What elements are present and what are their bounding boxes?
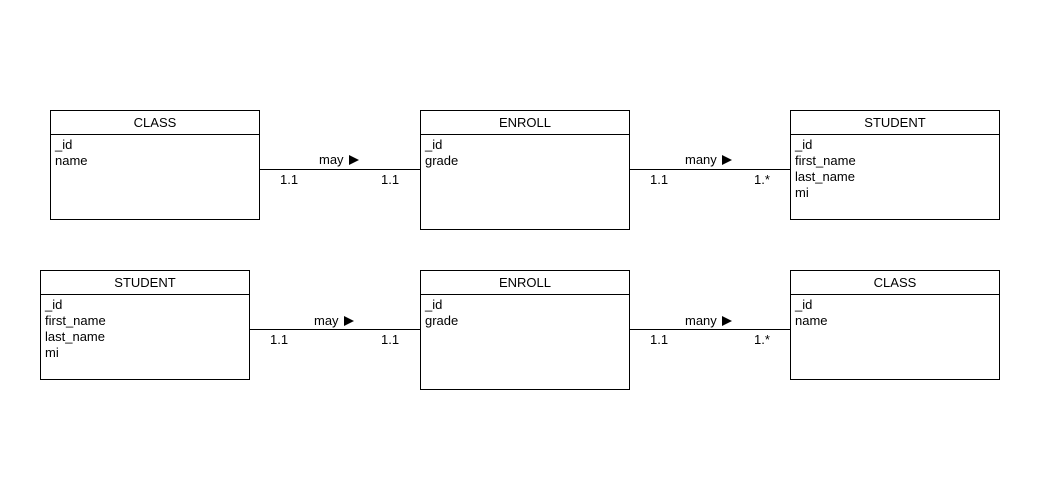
relationship-line[interactable] bbox=[249, 329, 421, 330]
relationship-label: many bbox=[685, 152, 732, 168]
direction-arrow-icon bbox=[721, 316, 732, 326]
target-multiplicity: 1.1 bbox=[381, 332, 400, 347]
relationship-line[interactable] bbox=[629, 329, 791, 330]
entity-title: ENROLL bbox=[421, 271, 629, 295]
entity-title: CLASS bbox=[51, 111, 259, 135]
relationship-name: many bbox=[685, 152, 717, 167]
entity-class[interactable]: CLASS _id name bbox=[790, 270, 1000, 380]
source-multiplicity: 1.1 bbox=[270, 332, 289, 347]
entity-attributes: _id first_name last_name mi bbox=[791, 135, 999, 203]
attribute-first-name: first_name bbox=[795, 153, 856, 168]
entity-attributes: _id first_name last_name mi bbox=[41, 295, 249, 363]
entity-student[interactable]: STUDENT _id first_name last_name mi bbox=[790, 110, 1000, 220]
attribute-name: name bbox=[795, 313, 828, 328]
attribute-id: _id bbox=[795, 297, 813, 312]
entity-attributes: _id name bbox=[51, 135, 259, 171]
entity-class[interactable]: CLASS _id name bbox=[50, 110, 260, 220]
relationship-label: many bbox=[685, 313, 732, 329]
direction-arrow-icon bbox=[721, 155, 732, 165]
entity-attributes: _id grade bbox=[421, 295, 629, 331]
target-multiplicity: 1.* bbox=[754, 172, 770, 187]
relationship-line[interactable] bbox=[259, 169, 421, 170]
attribute-first-name: first_name bbox=[45, 313, 106, 328]
source-multiplicity: 1.1 bbox=[280, 172, 299, 187]
target-multiplicity: 1.1 bbox=[381, 172, 400, 187]
attribute-id: _id bbox=[425, 297, 443, 312]
attribute-id: _id bbox=[55, 137, 73, 152]
relationship-label: may bbox=[314, 313, 354, 329]
relationship-name: may bbox=[314, 313, 339, 328]
source-multiplicity: 1.1 bbox=[650, 172, 669, 187]
attribute-id: _id bbox=[425, 137, 443, 152]
relationship-name: many bbox=[685, 313, 717, 328]
entity-enroll[interactable]: ENROLL _id grade bbox=[420, 110, 630, 230]
relationship-name: may bbox=[319, 152, 344, 167]
attribute-last-name: last_name bbox=[795, 169, 855, 184]
attribute-mi: mi bbox=[45, 345, 59, 360]
entity-student[interactable]: STUDENT _id first_name last_name mi bbox=[40, 270, 250, 380]
entity-title: STUDENT bbox=[791, 111, 999, 135]
direction-arrow-icon bbox=[343, 316, 354, 326]
direction-arrow-icon bbox=[348, 155, 359, 165]
attribute-name: name bbox=[55, 153, 88, 168]
entity-title: CLASS bbox=[791, 271, 999, 295]
attribute-grade: grade bbox=[425, 153, 459, 168]
entity-enroll[interactable]: ENROLL _id grade bbox=[420, 270, 630, 390]
entity-attributes: _id name bbox=[791, 295, 999, 331]
attribute-grade: grade bbox=[425, 313, 459, 328]
entity-title: STUDENT bbox=[41, 271, 249, 295]
source-multiplicity: 1.1 bbox=[650, 332, 669, 347]
relationship-label: may bbox=[319, 152, 359, 168]
target-multiplicity: 1.* bbox=[754, 332, 770, 347]
entity-attributes: _id grade bbox=[421, 135, 629, 171]
attribute-id: _id bbox=[45, 297, 63, 312]
attribute-mi: mi bbox=[795, 185, 809, 200]
entity-title: ENROLL bbox=[421, 111, 629, 135]
relationship-line[interactable] bbox=[629, 169, 791, 170]
attribute-id: _id bbox=[795, 137, 813, 152]
attribute-last-name: last_name bbox=[45, 329, 105, 344]
